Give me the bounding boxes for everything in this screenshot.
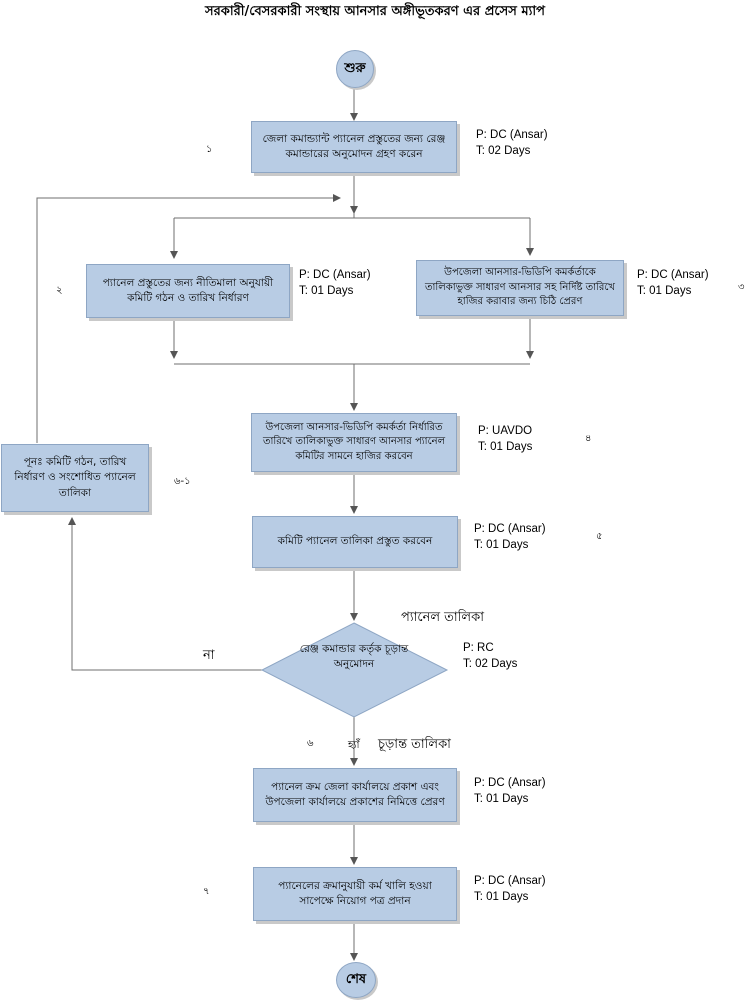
step-3-number: ৩ xyxy=(738,282,745,293)
end-node: শেষ xyxy=(336,962,376,998)
step-7-meta: P: DC (Ansar) T: 01 Days xyxy=(474,874,546,905)
step-3-meta: P: DC (Ansar) T: 01 Days xyxy=(637,268,709,299)
step-7-box: প্যানেলের ক্রমানুযায়ী কর্ম খালি হওয়া স… xyxy=(253,867,457,921)
publish-line1: প্যানেল ক্রম জেলা কার্যালয়ে প্রকাশ এবং xyxy=(271,780,439,793)
end-label: শেষ xyxy=(345,971,367,987)
step-1-meta: P: DC (Ansar) T: 02 Days xyxy=(476,128,548,159)
step-2-box: প্যানেল প্রস্তুতের জন্য নীতিমালা অনুযায়… xyxy=(86,264,290,318)
step-7-person: P: DC (Ansar) xyxy=(474,875,546,887)
start-label: শুরু xyxy=(344,60,366,76)
step-7-line2: সাপেক্ষে নিয়োগ পত্র প্রদান xyxy=(299,895,411,907)
publish-line2: উপজেলা কার্যালয়ে প্রকাশের নিমিত্তে প্রে… xyxy=(265,796,445,808)
step-5-number: ৫ xyxy=(596,531,603,542)
step-4-person: P: UAVDO xyxy=(478,425,533,437)
step-2-line2: কমিটি গঠন ও তারিখ নির্ধারণ xyxy=(127,292,249,304)
step-3-line1: উপজেলা আনসার-ভিডিপি কমর্কর্তাকে xyxy=(444,267,596,279)
step-7-line1: প্যানেলের ক্রমানুযায়ী কর্ম খালি হওয়া xyxy=(278,879,432,892)
publish-person: P: DC (Ansar) xyxy=(474,777,546,789)
step-6-number: ৬ xyxy=(307,738,314,749)
step-2-line1: প্যানেল প্রস্তুতের জন্য নীতিমালা অনুযায়… xyxy=(102,276,274,289)
publish-box: প্যানেল ক্রম জেলা কার্যালয়ে প্রকাশ এবং … xyxy=(253,768,457,822)
step-1-person: P: DC (Ansar) xyxy=(476,129,548,141)
decision-person: P: RC xyxy=(463,642,494,654)
step-6-1-line3: তালিকা xyxy=(58,486,92,499)
step-3-line3: হাজির করাবার জন্য চিঠি প্রেরণ xyxy=(457,296,583,308)
no-branch-line xyxy=(68,517,262,671)
publish-meta: P: DC (Ansar) T: 01 Days xyxy=(474,776,546,807)
decision-line2: অনুমোদন xyxy=(333,658,375,671)
step-4-line1: উপজেলা আনসার-ভিডিপি কমর্কর্তা নির্ধারিত xyxy=(265,421,443,433)
step-5-time: T: 01 Days xyxy=(474,538,529,551)
step-4-number: ৪ xyxy=(585,433,592,444)
step-3-person: P: DC (Ansar) xyxy=(637,269,709,281)
step-2-person: P: DC (Ansar) xyxy=(299,269,371,281)
no-label: না xyxy=(203,648,215,663)
panel-list-label: প্যানেল তালিকা xyxy=(401,610,484,625)
step-5-meta: P: DC (Ansar) T: 01 Days xyxy=(474,522,546,553)
step-6-1-line1: পূনঃ কমিটি গঠন, তারিখ xyxy=(23,456,127,469)
step-4-line2: তারিখে তালিকাভুক্ত সাধারণ আনসার প্যানেল xyxy=(262,436,446,448)
step-3-box: উপজেলা আনসার-ভিডিপি কমর্কর্তাকে তালিকাভু… xyxy=(416,260,624,316)
step-3-time: T: 01 Days xyxy=(637,284,692,297)
decision-time: T: 02 Days xyxy=(463,657,518,670)
step-7-time: T: 01 Days xyxy=(474,890,529,903)
step-4-line3: কমিটির সামনে হাজির করবেন xyxy=(295,450,413,462)
start-node: শুরু xyxy=(336,50,374,88)
final-list-label: চূড়ান্ত তালিকা xyxy=(378,737,451,752)
page-title: সরকারী/বেসরকারী সংস্থায় আনসার অঙ্গীভূতক… xyxy=(205,4,545,19)
step-4-box: উপজেলা আনসার-ভিডিপি কমর্কর্তা নির্ধারিত … xyxy=(251,413,457,472)
step-3-line2: তালিকাভুক্ত সাধারণ আনসার সহ নির্দিষ্ট তা… xyxy=(424,281,615,293)
step-1-line1: জেলা কমান্ড্যান্ট প্যানেল প্রস্তুতের জন্… xyxy=(262,132,446,145)
step-4-meta: P: UAVDO T: 01 Days xyxy=(478,424,532,455)
step-1-box: জেলা কমান্ড্যান্ট প্যানেল প্রস্তুতের জন্… xyxy=(251,121,457,173)
step-5-box: কমিটি প্যানেল তালিকা প্রস্তুত করবেন xyxy=(252,516,458,568)
step-6-1-line2: নির্ধারণ ও সংশোধিত প্যানেল xyxy=(14,471,136,484)
step-1-number: ১ xyxy=(206,144,213,155)
step-2-number: ২ xyxy=(56,285,63,296)
step-4-time: T: 01 Days xyxy=(478,440,533,453)
step-6-1-box: পূনঃ কমিটি গঠন, তারিখ নির্ধারণ ও সংশোধিত… xyxy=(1,444,149,512)
step-5-person: P: DC (Ansar) xyxy=(474,523,546,535)
step-2-meta: P: DC (Ansar) T: 01 Days xyxy=(299,268,371,299)
step-2-time: T: 01 Days xyxy=(299,284,354,297)
decision-line1: রেঞ্জ কমান্ডার কর্তৃক চূড়ান্ত xyxy=(299,643,409,655)
step-6-1-number: ৬-১ xyxy=(174,476,191,487)
decision-meta: P: RC T: 02 Days xyxy=(463,641,517,672)
publish-time: T: 01 Days xyxy=(474,792,529,805)
step-7-number: ৭ xyxy=(203,886,210,897)
step-1-time: T: 02 Days xyxy=(476,144,531,157)
decision-text: রেঞ্জ কমান্ডার কর্তৃক চূড়ান্ত অনুমোদন xyxy=(262,642,446,672)
step-1-line2: কমান্ডারের অনুমোদন গ্রহণ করেন xyxy=(285,148,423,160)
step-5-line1: কমিটি প্যানেল তালিকা প্রস্তুত করবেন xyxy=(277,535,433,548)
yes-label: হ্যাঁ xyxy=(348,739,360,751)
decision-diamond xyxy=(260,622,449,718)
loop-back-line xyxy=(36,194,341,443)
